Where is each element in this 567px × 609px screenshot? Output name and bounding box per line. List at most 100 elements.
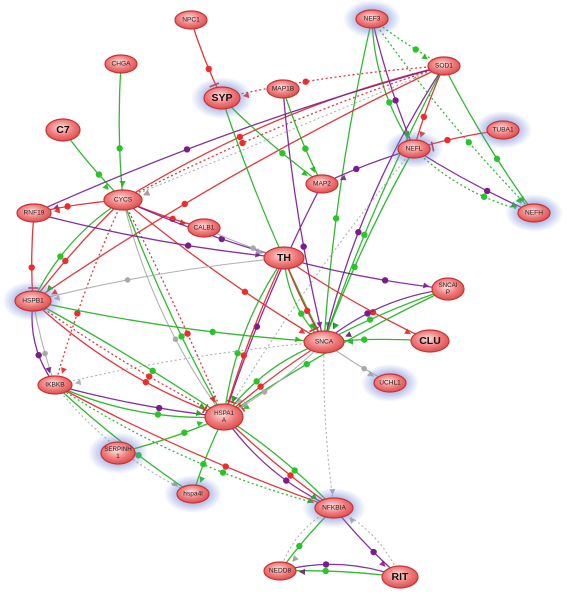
node-rit[interactable]: RIT [381, 565, 419, 589]
edge-marker-dot [283, 477, 290, 484]
node-ellipse [104, 54, 138, 74]
node-chga[interactable]: CHGA [104, 54, 138, 74]
edge-marker-dot [35, 351, 42, 359]
edge-marker-dot [287, 472, 294, 479]
edge-arrowhead [102, 183, 109, 191]
node-label: UCHL1 [379, 380, 401, 387]
node-label: SOD1 [435, 63, 453, 70]
edge-line [54, 384, 225, 418]
node-label: TH [277, 252, 291, 264]
edge-line [371, 18, 535, 214]
edge-marker-dot [142, 378, 150, 386]
edge-arrowhead [298, 328, 306, 334]
node-label: IKBKB [45, 382, 65, 389]
edge-marker-dot [183, 146, 191, 153]
node-ellipse [16, 203, 52, 223]
edge-TH-HSPA1A [223, 257, 285, 418]
node-ikbkb[interactable]: IKBKB [37, 375, 73, 395]
edge-arrowhead [308, 322, 315, 330]
edge-marker-dot [261, 389, 268, 395]
node-nefh[interactable]: NEFH [505, 194, 563, 232]
node-ellipse [263, 246, 305, 270]
edge-marker-dot [184, 330, 191, 337]
edge-marker-dot [149, 367, 156, 375]
edge-arrowhead [294, 336, 302, 343]
node-nefl[interactable]: NEFL [385, 130, 443, 168]
node-ellipse [373, 373, 407, 393]
edge-marker-dot [219, 469, 227, 476]
edge-line [122, 199, 325, 343]
edge-marker-dot [42, 350, 48, 357]
edge-marker-dot [322, 567, 329, 575]
node-rnf19[interactable]: RNF19 [16, 203, 52, 223]
edge-line [32, 300, 225, 418]
edge-arrowhead [45, 366, 52, 374]
node-nedd8[interactable]: NEDD8 [263, 561, 297, 581]
edge-marker-dot [116, 145, 123, 152]
edge-marker-dot [64, 203, 71, 210]
node-ellipse [45, 118, 81, 142]
node-label: CYCS [114, 197, 133, 204]
edge-marker-dot [241, 288, 249, 296]
node-uchl1[interactable]: UCHL1 [361, 364, 419, 402]
edge-marker-dot [209, 328, 216, 336]
edge-arrowhead [196, 421, 204, 427]
node-nfkbia[interactable]: NFKBIA [302, 488, 366, 528]
node-label: NFKBIA [322, 505, 346, 512]
edge-marker-dot [300, 243, 307, 250]
edge-marker-dot [240, 352, 248, 359]
edge-marker-dot [291, 467, 298, 474]
edge-marker-dot [353, 165, 360, 173]
node-cycs[interactable]: CYCS [103, 189, 143, 211]
node-syp[interactable]: SYP [191, 77, 253, 119]
node-hspa4l[interactable]: hspa4l [164, 475, 222, 513]
node-c7[interactable]: C7 [45, 118, 81, 142]
node-ellipse [303, 330, 345, 354]
node-label: MAP1B [272, 86, 295, 93]
edge-line [32, 257, 285, 302]
edge-marker-dot [381, 277, 389, 284]
node-ellipse [176, 484, 210, 504]
edge-MAP1B-MAP2 [282, 88, 323, 185]
node-calb1[interactable]: CALB1 [187, 218, 221, 238]
node-th[interactable]: TH [263, 246, 305, 270]
node-label: NEDD8 [269, 568, 292, 575]
edge-marker-dot [386, 99, 393, 106]
node-sod1[interactable]: SOD1 [427, 56, 461, 76]
node-label: P [446, 289, 450, 296]
node-clu[interactable]: CLU [410, 329, 450, 353]
edge-marker-dot [205, 65, 212, 73]
edge-marker-dot [200, 460, 207, 468]
edge-HSPB1-HSPA1A [32, 300, 225, 418]
edge-CYCS-HSPA1A [122, 199, 225, 418]
node-ellipse [203, 86, 241, 110]
edge-line [32, 300, 325, 343]
edge-line [118, 63, 124, 201]
edge-line [32, 300, 225, 418]
edge-NEFL-SNCA [323, 148, 415, 343]
edge-marker-dot [412, 46, 419, 53]
node-ellipse [381, 565, 419, 589]
edge-arrowhead [339, 174, 347, 181]
node-map1b[interactable]: MAP1B [266, 79, 300, 99]
edge-IKBKB-HSPA1A [54, 384, 225, 419]
node-hspb1[interactable]: HSPB1 [2, 281, 64, 321]
edge-arrowhead [119, 180, 126, 188]
node-snca[interactable]: SNCA [303, 330, 345, 354]
edge-arrowhead [209, 395, 215, 403]
edge-marker-dot [218, 235, 225, 243]
edge-line [32, 300, 225, 418]
edge-marker-dot [304, 307, 311, 315]
node-label: NEF3 [364, 16, 381, 23]
node-nef3[interactable]: NEF3 [343, 0, 401, 38]
edge-arrowhead [255, 248, 263, 254]
node-tuba1[interactable]: TUBA1 [474, 111, 532, 149]
node-ellipse [486, 120, 520, 140]
edge-line [33, 65, 445, 214]
node-npc1[interactable]: NPC1 [174, 10, 208, 30]
edge-line [54, 384, 335, 509]
node-map2[interactable]: MAP2 [305, 174, 339, 194]
